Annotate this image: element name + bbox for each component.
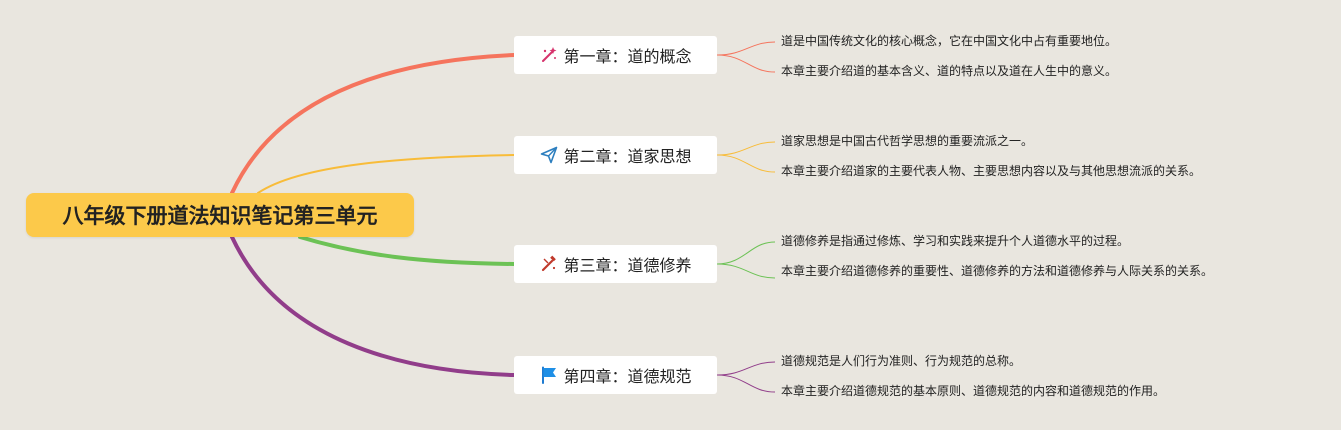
magic-wand-icon: [539, 45, 559, 65]
note-connector-4a: [716, 361, 776, 376]
note-3-1: 道德修养是指通过修炼、学习和实践来提升个人道德水平的过程。: [781, 234, 1130, 248]
chapter-node-3[interactable]: 第三章：道德修养: [514, 245, 717, 283]
chapter-node-4[interactable]: 第四章：道德规范: [514, 356, 717, 394]
chapter-title-3: 第三章：道德修养: [563, 256, 692, 275]
note-connector-2a: [716, 141, 776, 156]
note-1-2: 本章主要介绍道的基本含义、道的特点以及道在人生中的意义。: [781, 64, 1118, 78]
chapter-title-2: 第二章：道家思想: [563, 147, 692, 166]
tools-icon: [539, 254, 559, 274]
note-4-2: 本章主要介绍道德规范的基本原则、道德规范的内容和道德规范的作用。: [781, 384, 1166, 398]
note-connector-3b: [716, 263, 776, 279]
branch-line-3: [298, 235, 516, 266]
note-4-1: 道德规范是人们行为准则、行为规范的总称。: [781, 354, 1022, 368]
note-3-2: 本章主要介绍道德修养的重要性、道德修养的方法和道德修养与人际关系的关系。: [781, 264, 1214, 278]
root-topic[interactable]: 八年级下册道法知识笔记第三单元: [26, 193, 414, 237]
note-connector-3a: [716, 241, 776, 265]
chapter-node-1[interactable]: 第一章：道的概念: [514, 36, 717, 74]
note-connector-1b: [716, 54, 776, 73]
paper-plane-icon: [539, 145, 559, 165]
branch-line-4: [230, 235, 516, 377]
chapter-title-4: 第四章：道德规范: [563, 367, 692, 386]
branch-line-2: [257, 154, 515, 194]
flag-icon: [539, 365, 559, 385]
note-2-2: 本章主要介绍道家的主要代表人物、主要思想内容以及与其他思想流派的关系。: [781, 164, 1202, 178]
root-topic-label: 八年级下册道法知识笔记第三单元: [62, 204, 378, 228]
note-1-1: 道是中国传统文化的核心概念，它在中国文化中占有重要地位。: [781, 34, 1118, 48]
note-connector-1a: [716, 41, 776, 56]
chapter-node-2[interactable]: 第二章：道家思想: [514, 136, 717, 174]
note-2-1: 道家思想是中国古代哲学思想的重要流派之一。: [781, 134, 1034, 148]
note-connector-4b: [716, 374, 776, 393]
note-connector-2b: [716, 154, 776, 173]
chapter-title-1: 第一章：道的概念: [563, 47, 692, 66]
branch-line-1: [230, 53, 516, 195]
